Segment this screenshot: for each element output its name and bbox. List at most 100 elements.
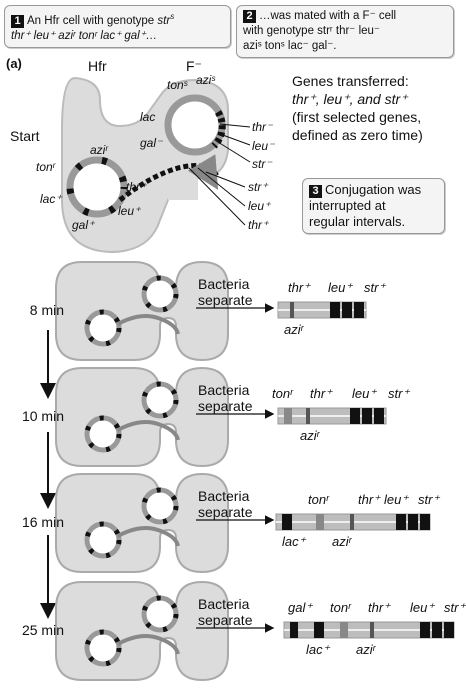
f-minus-label: F⁻ <box>186 58 202 74</box>
gene-marker <box>408 514 418 530</box>
gene-marker <box>306 408 310 424</box>
hfr-label: Hfr <box>88 58 107 74</box>
time-label: 8 min <box>29 302 64 318</box>
genes-transferred-line3: (first selected genes, <box>292 109 422 125</box>
action-line2: separate <box>198 398 253 414</box>
genes-transferred-note: Genes transferred: thr⁺, leu⁺, and str⁺ … <box>292 72 423 144</box>
gene-marker <box>350 514 354 530</box>
f-gene-ton: tonˢ <box>167 78 188 92</box>
transfer-gene-thr: thr⁺ <box>248 218 269 232</box>
hfr-gene-lac: lac⁺ <box>40 192 62 206</box>
top-mating-pair <box>61 76 251 254</box>
action-line2: separate <box>198 292 253 308</box>
chromosome-markers <box>84 309 122 347</box>
callout-2-line2: with genotype strʳ thr⁻ leu⁻ <box>243 25 380 37</box>
f-gene-str: str⁻ <box>252 157 272 171</box>
gene-label-below: lac⁺ <box>282 534 306 549</box>
gene-label-above: str⁺ <box>364 280 386 295</box>
transfer-strand <box>117 526 180 547</box>
gene-label-below: aziʳ <box>300 428 320 443</box>
chromosome-markers <box>141 381 179 419</box>
gene-marker <box>284 408 292 424</box>
chromosome-markers <box>84 629 122 667</box>
genes-transferred-line1: Genes transferred: <box>292 73 409 89</box>
gene-label-above: str⁺ <box>418 492 440 507</box>
f-gene-thr: thr⁻ <box>252 120 273 134</box>
chromosome-markers <box>141 275 179 313</box>
gene-marker <box>316 514 324 530</box>
transfer-strand <box>117 634 180 655</box>
callout-2-line3: aziˢ tonˢ lac⁻ gal⁻. <box>243 40 337 52</box>
transfer-gene-str: str⁺ <box>248 180 268 194</box>
gene-label-above: leu⁺ <box>384 492 409 507</box>
callout-3-line2: interrupted at <box>309 198 386 213</box>
gene-label-above: str⁺ <box>444 600 466 615</box>
time-label: 10 min <box>21 408 64 424</box>
chromosome-markers <box>141 487 179 525</box>
gene-label-above: gal⁺ <box>288 600 313 615</box>
f-gene-lac: lac <box>140 110 156 124</box>
start-label: Start <box>10 128 40 144</box>
chromosome-markers <box>141 595 179 633</box>
gene-marker <box>370 622 374 638</box>
hfr-gene-ton: tonʳ <box>36 160 56 174</box>
action-line1: Bacteria <box>198 276 250 292</box>
f-gene-leu: leu⁻ <box>252 139 275 153</box>
f-minus-chromosome <box>164 94 226 156</box>
chromosome-markers <box>84 521 122 559</box>
callout-2-number: 2 <box>243 10 256 23</box>
gene-label-above: str⁺ <box>388 386 410 401</box>
hfr-gene-gal: gal⁺ <box>72 218 95 232</box>
gene-marker <box>420 514 430 530</box>
gene-label-above: tonʳ <box>308 492 329 507</box>
gene-marker <box>432 622 442 638</box>
hfr-gene-thr: thr⁺ <box>126 180 147 194</box>
gene-label-above: leu⁺ <box>352 386 377 401</box>
gene-marker <box>396 514 406 530</box>
gene-label-above: leu⁺ <box>410 600 435 615</box>
gene-label-above: tonʳ <box>330 600 351 615</box>
gene-marker <box>314 622 324 638</box>
callout-1-number: 1 <box>11 14 24 28</box>
time-label: 25 min <box>21 622 64 638</box>
gene-label-above: thr⁺ <box>288 280 311 295</box>
gene-label-below: aziʳ <box>284 322 304 337</box>
transfer-strand <box>117 420 180 441</box>
callout-3-line3: regular intervals. <box>309 214 406 229</box>
callout-2-line1: …was mated with a F⁻ cell <box>259 10 397 22</box>
gene-marker <box>444 622 454 638</box>
genes-transferred-line4: defined as zero time) <box>292 127 423 143</box>
gene-label-below: aziʳ <box>332 534 352 549</box>
transfer-strand <box>117 314 180 335</box>
callout-2: 2…was mated with a F⁻ cell with genotype… <box>236 5 454 58</box>
gene-marker <box>420 622 430 638</box>
gene-marker <box>330 302 340 318</box>
callout-1-gene: str <box>157 14 171 27</box>
panel-label: (a) <box>6 56 22 71</box>
action-line1: Bacteria <box>198 488 250 504</box>
genes-transferred-line2: thr⁺, leu⁺, and str⁺ <box>292 91 408 107</box>
gene-label-below: lac⁺ <box>306 642 330 657</box>
callout-3-number: 3 <box>309 185 322 198</box>
action-line1: Bacteria <box>198 596 250 612</box>
gene-label-above: tonʳ <box>272 386 293 401</box>
gene-marker <box>290 622 298 638</box>
gene-label-above: thr⁺ <box>358 492 381 507</box>
gene-marker <box>354 302 364 318</box>
callout-1-gene-sup: s <box>170 12 175 21</box>
gene-marker <box>290 302 294 318</box>
gene-marker <box>342 302 352 318</box>
gene-label-below: aziʳ <box>356 642 376 657</box>
time-label: 16 min <box>21 514 64 530</box>
action-line2: separate <box>198 612 253 628</box>
gene-label-above: thr⁺ <box>368 600 391 615</box>
f-gene-azi: aziˢ <box>196 73 216 87</box>
gene-marker <box>340 622 348 638</box>
hfr-gene-leu: leu⁺ <box>118 204 141 218</box>
action-line2: separate <box>198 504 253 520</box>
gene-label-above: leu⁺ <box>328 280 353 295</box>
hfr-gene-azi: aziʳ <box>90 143 108 157</box>
